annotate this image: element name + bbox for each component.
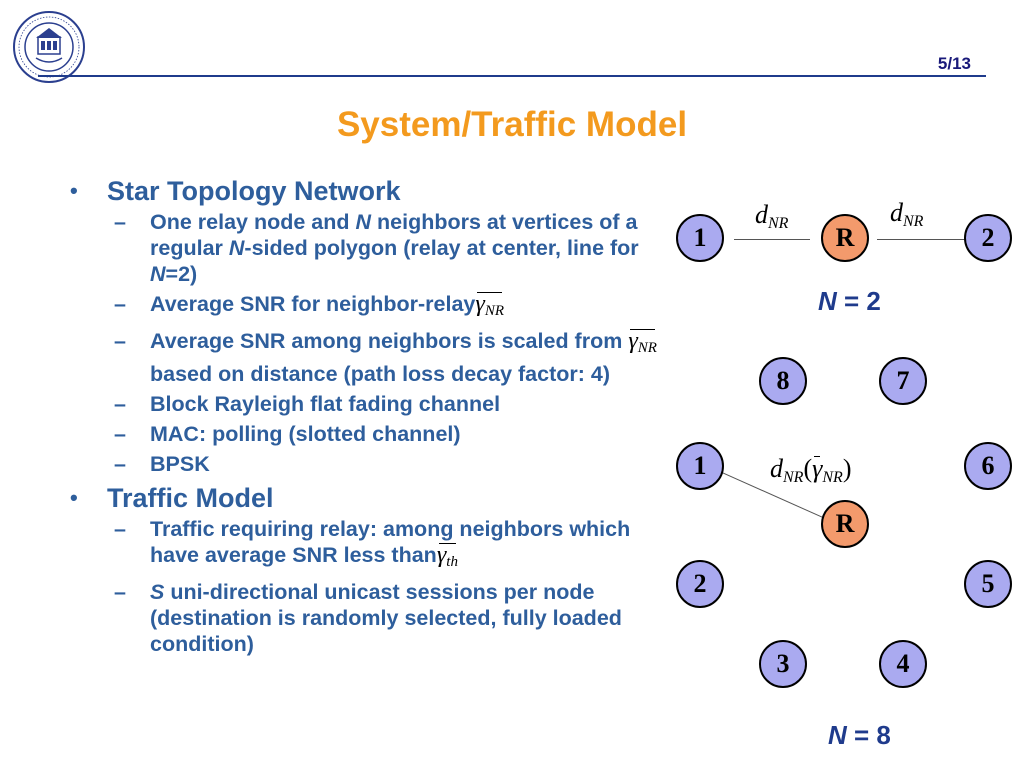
distance-label: dNR [890,198,924,230]
node-2: 2 [964,214,1012,262]
sub-bullet-relay-node: – One relay node and N neighbors at vert… [70,209,670,287]
bullet-star-topology: • Star Topology Network [70,174,670,208]
text: =2) [165,262,198,286]
section-heading: Traffic Model [107,483,274,513]
sub-bullet-traffic-relay: – Traffic requiring relay: among neighbo… [70,516,670,575]
node-7: 7 [879,357,927,405]
bullet-dot: • [70,485,78,510]
gamma-th-symbol: γth [436,542,458,570]
dash: – [114,210,126,234]
text: uni-directional unicast sessions per nod… [150,580,622,656]
text: MAC: polling (slotted channel) [150,422,461,446]
link-line [877,239,965,240]
header-divider [38,75,986,77]
dash: – [114,292,126,316]
dash: – [114,392,126,416]
section-heading: Star Topology Network [107,176,401,206]
page-number: 5/13 [937,54,971,73]
node-6: 6 [964,442,1012,490]
gamma-nr-symbol: γNR [628,328,657,356]
dash: – [114,580,126,604]
node-1: 1 [676,214,724,262]
sub-bullet-snr-scaled: – Average SNR among neighbors is scaled … [70,328,670,387]
node-2: 2 [676,560,724,608]
sub-bullet-bpsk: – BPSK [70,451,670,477]
node-8: 8 [759,357,807,405]
n-equals-2-caption: N = 2 [818,286,881,316]
university-seal-logo [13,11,85,83]
node-3: 3 [759,640,807,688]
text: Average SNR for neighbor-relay [150,292,476,316]
text: BPSK [150,452,210,476]
n-equals-8-caption: N = 8 [828,720,891,750]
relay-node: R [821,214,869,262]
text: -sided polygon (relay at center, line fo… [244,236,639,260]
text-italic: N [355,210,372,234]
slide-title: System/Traffic Model [336,105,688,144]
dash: – [114,517,126,541]
text: Block Rayleigh flat fading channel [150,392,501,416]
link-line [734,239,810,240]
node-5: 5 [964,560,1012,608]
text-italic: N [228,236,245,260]
sub-bullet-mac: – MAC: polling (slotted channel) [70,421,670,447]
distance-label: dNR [755,200,789,232]
dash: – [114,422,126,446]
text: neighbors at vertices of a regular [150,210,638,260]
node-4: 4 [879,640,927,688]
sub-bullet-rayleigh: – Block Rayleigh flat fading channel [70,391,670,417]
dash: – [114,329,126,353]
text-italic: S [150,580,165,604]
bullet-content: • Star Topology Network – One relay node… [70,172,670,661]
relay-node: R [821,500,869,548]
dash: – [114,452,126,476]
bullet-dot: • [70,178,78,203]
gamma-nr-symbol: γNR [475,291,505,319]
text: Traffic requiring relay: among neighbors… [150,517,631,567]
topology-diagram: dNR dNR 1 R 2 N = 2 dNR(γNR) 8 7 1 6 R 2… [660,190,1020,760]
node-1: 1 [676,442,724,490]
text: Average SNR among neighbors is scaled fr… [150,329,629,353]
sub-bullet-sessions: – S uni-directional unicast sessions per… [70,579,670,657]
distance-function-label: dNR(γNR) [770,454,852,486]
text: One relay node and [150,210,356,234]
text-italic: N [150,262,166,286]
text: based on distance (path loss decay facto… [150,362,610,386]
bullet-traffic-model: • Traffic Model [70,481,670,515]
